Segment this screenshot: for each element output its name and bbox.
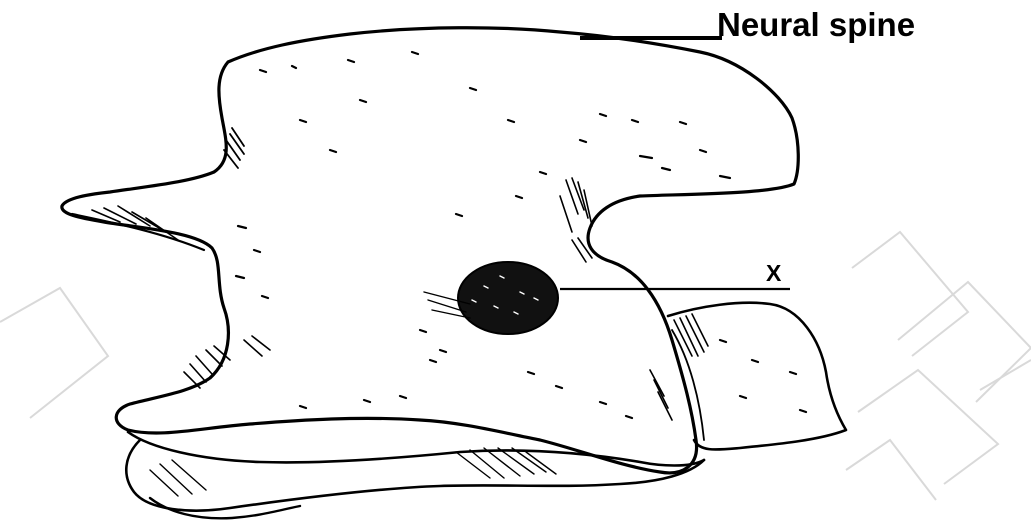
watermark-left-chevron (0, 288, 108, 418)
texture-speckles (236, 52, 806, 418)
label-x: X (766, 262, 781, 285)
watermark-right-shape-5 (980, 360, 1031, 390)
vertebra-outline (62, 28, 798, 473)
watermark-right-shape-2 (898, 282, 1031, 402)
centrum-upper-outline (128, 432, 704, 466)
watermark-right-shape-4 (846, 440, 936, 500)
watermark-right-shape-3 (858, 370, 998, 484)
notch-shading (560, 178, 592, 262)
centrum-lower-outline (126, 440, 704, 511)
watermark-right-shape-1 (852, 232, 968, 356)
centrum-hatch (150, 448, 556, 496)
label-neural-spine: Neural spine (717, 8, 915, 41)
foramen-x (458, 262, 558, 334)
vertebra-drawing (62, 28, 846, 519)
